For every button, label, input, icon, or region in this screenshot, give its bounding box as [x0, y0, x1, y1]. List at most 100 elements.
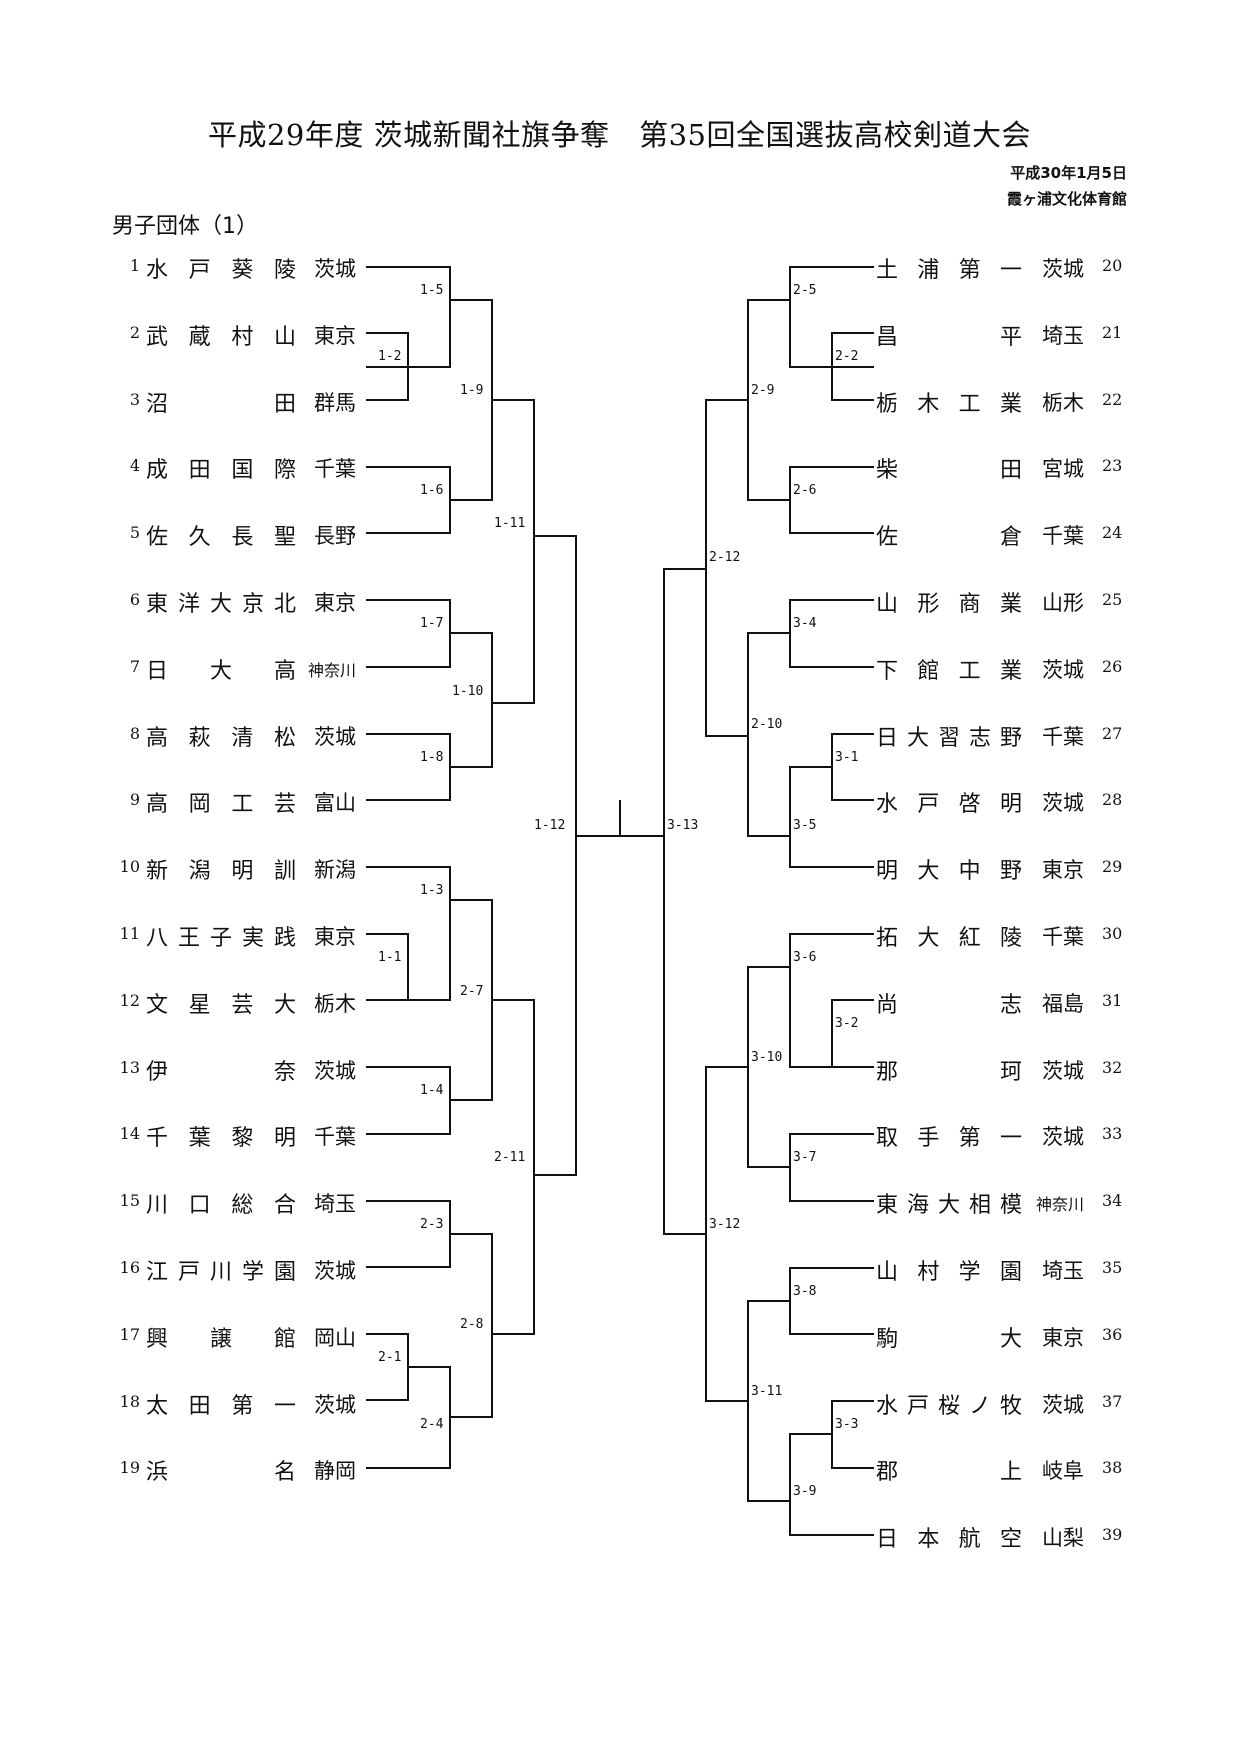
team-prefecture: 埼玉: [1042, 1259, 1084, 1283]
seed-number: 34: [1102, 1191, 1123, 1211]
match-label: 1-6: [420, 483, 444, 498]
team-name: 興譲館: [146, 1326, 296, 1352]
team-prefecture: 千葉: [1042, 724, 1084, 749]
team-prefecture: 静岡: [314, 1459, 356, 1484]
team-prefecture: 福島: [1042, 991, 1084, 1016]
match-label: 2-6: [793, 483, 817, 498]
event-date: 平成30年1月5日: [1010, 164, 1127, 182]
seed-number: 39: [1102, 1525, 1123, 1545]
match-label: 1-10: [452, 684, 484, 699]
match-label: 1-12: [534, 818, 566, 833]
team-prefecture: 岡山: [314, 1325, 356, 1350]
team-prefecture: 宮城: [1042, 457, 1084, 482]
match-label: 2-10: [751, 717, 783, 732]
match-label: 3-2: [835, 1016, 859, 1031]
team-prefecture: 東京: [1042, 1325, 1084, 1350]
match-label: 3-7: [793, 1150, 817, 1165]
team-prefecture: 茨城: [314, 1058, 356, 1083]
team-prefecture: 茨城: [1042, 1058, 1084, 1083]
team-name: 文星芸大: [146, 992, 296, 1018]
team-prefecture: 山形: [1042, 591, 1084, 615]
section-heading: 男子団体（1）: [112, 214, 258, 239]
team-prefecture: 東京: [314, 323, 356, 348]
seed-number: 38: [1102, 1458, 1123, 1478]
seed-number: 31: [1102, 990, 1123, 1010]
seed-number: 11: [119, 924, 140, 943]
match-label: 1-9: [460, 383, 484, 398]
seed-number: 25: [1102, 590, 1123, 609]
team-prefecture: 岐阜: [1042, 1459, 1084, 1484]
seed-number: 8: [129, 723, 140, 743]
team-prefecture: 茨城: [1042, 257, 1084, 281]
team-name: 川口総合: [146, 1193, 296, 1219]
team-prefecture: 千葉: [314, 457, 356, 482]
seed-number: 3: [129, 389, 140, 409]
seed-number: 13: [119, 1057, 140, 1077]
seed-number: 24: [1102, 523, 1123, 543]
seed-number: 12: [119, 990, 140, 1010]
team-prefecture: 千葉: [314, 1125, 356, 1150]
team-name: 江戸川学園: [146, 1260, 296, 1285]
bracket-line: [366, 1200, 451, 1268]
team-prefecture: 埼玉: [314, 1192, 356, 1217]
team-prefecture: 茨城: [314, 1392, 356, 1417]
seed-number: 19: [119, 1458, 140, 1478]
match-label: 2-11: [494, 1150, 526, 1165]
team-name: 水戸桜ノ牧: [876, 1393, 1022, 1419]
seed-number: 1: [129, 256, 140, 275]
bracket-line: [831, 733, 874, 801]
seed-number: 36: [1102, 1324, 1123, 1344]
match-label: 1-4: [420, 1083, 444, 1098]
seed-number: 32: [1102, 1057, 1123, 1077]
seed-number: 14: [119, 1124, 140, 1144]
match-label: 1-7: [420, 616, 444, 631]
seed-number: 29: [1102, 857, 1123, 877]
seed-number: 37: [1102, 1391, 1123, 1411]
seed-number: 4: [129, 456, 140, 476]
team-name: 柴田: [876, 458, 1022, 484]
match-label: 1-11: [494, 516, 526, 531]
bracket-line: [831, 1400, 874, 1469]
seed-number: 16: [119, 1258, 140, 1277]
match-label: 2-5: [793, 283, 817, 298]
team-prefecture: 茨城: [314, 724, 356, 749]
bracket-line: [789, 1433, 874, 1536]
team-prefecture: 群馬: [314, 390, 356, 415]
match-label: 3-12: [709, 1217, 741, 1232]
team-prefecture: 山梨: [1042, 1526, 1084, 1551]
team-name: 佐久長聖: [146, 525, 296, 551]
team-name: 高萩清松: [146, 725, 296, 751]
team-name: 浜名: [146, 1460, 296, 1486]
team-prefecture: 長野: [314, 524, 356, 549]
team-name: 日大習志野: [876, 725, 1022, 751]
seed-number: 22: [1102, 389, 1123, 409]
match-label: 2-8: [460, 1317, 484, 1332]
match-label: 3-11: [751, 1384, 783, 1399]
seed-number: 6: [129, 590, 140, 609]
team-prefecture: 神奈川: [307, 660, 356, 680]
team-name: 日本航空: [876, 1527, 1022, 1553]
bracket-line: [450, 899, 493, 1101]
seed-number: 28: [1102, 790, 1123, 810]
team-name: 高岡工芸: [146, 792, 296, 818]
team-name: 日大高: [146, 658, 296, 684]
team-name: 土浦第一: [876, 258, 1022, 283]
seed-number: 5: [129, 523, 140, 543]
match-label: 1-8: [420, 750, 444, 765]
bracket-line: [747, 299, 790, 501]
team-name: 山形商業: [876, 592, 1022, 617]
bracket-line: [492, 999, 535, 1335]
match-label: 2-1: [378, 1350, 402, 1365]
team-name: 尚志: [876, 992, 1022, 1018]
team-name: 千葉黎明: [146, 1126, 296, 1152]
team-prefecture: 栃木: [1042, 390, 1084, 415]
tournament-title: 平成29年度 茨城新聞社旗争奪 第35回全国選抜高校剣道大会: [207, 118, 1032, 152]
seed-number: 9: [129, 790, 140, 810]
team-name: 明大中野: [876, 859, 1022, 885]
match-label: 3-4: [793, 616, 817, 631]
bracket-line: [534, 535, 577, 1176]
bracket-line: [789, 599, 874, 668]
team-prefecture: 茨城: [1042, 791, 1084, 816]
team-prefecture: 茨城: [314, 1259, 356, 1283]
